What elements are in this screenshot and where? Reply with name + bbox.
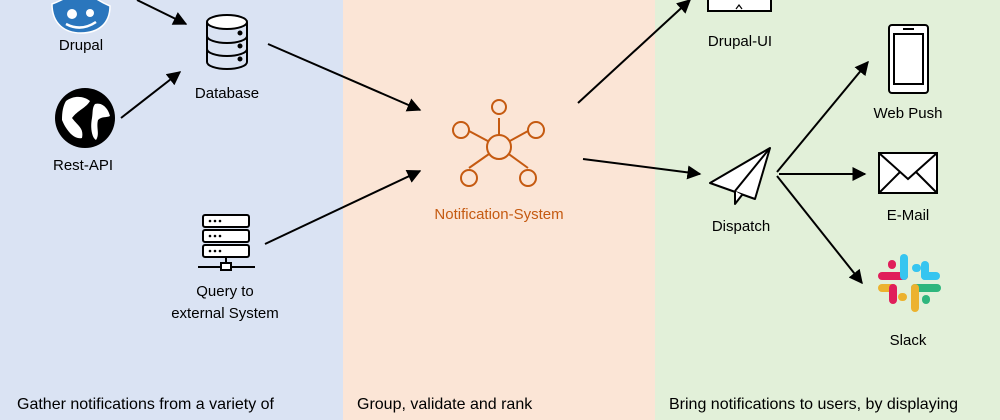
dispatch-label: Dispatch [712,218,770,235]
arrow-drupal-to-database [136,0,188,25]
process-caption: Group, validate and rank [357,396,533,413]
arrow-system-to-dispatch [582,158,702,180]
web-push-label: Web Push [874,105,943,122]
database-label: Database [195,85,259,102]
arrow-system-to-drupalui [577,0,692,104]
slack-label: Slack [890,332,927,349]
drupal-label: Drupal [59,37,103,54]
arrow-restapi-to-database [120,71,182,119]
smartphone-icon [888,24,929,94]
deliver-panel [655,0,1000,420]
envelope-icon [878,152,938,194]
rest-api-label: Rest-API [53,157,113,174]
deliver-caption: Bring notifications to users, by display… [669,396,959,413]
slack-icon [878,254,941,312]
monitor-icon [707,0,772,12]
external-system-label-line2: external System [171,305,279,322]
notification-system-label: Notification-System [434,206,563,223]
drupal-ui-label: Drupal-UI [708,33,772,50]
process-panel [343,0,655,420]
gather-panel [0,0,343,420]
arrow-database-to-system [267,43,422,112]
connector-arrows [120,0,869,285]
arrow-dispatch-to-webpush [776,60,869,173]
arrow-dispatch-to-slack [776,175,863,285]
external-system-label-line1: Query to [196,283,254,300]
server-led-dots [208,219,222,253]
gather-caption: Gather notifications from a variety of [17,396,274,413]
server-icon [198,214,255,271]
paper-plane-icon [709,147,771,205]
arrow-external-to-system [264,170,422,245]
drupal-icon [51,0,111,34]
database-icon [206,14,248,70]
hub-network-icon [452,99,545,187]
email-label: E-Mail [887,207,930,224]
globe-icon [55,88,115,148]
